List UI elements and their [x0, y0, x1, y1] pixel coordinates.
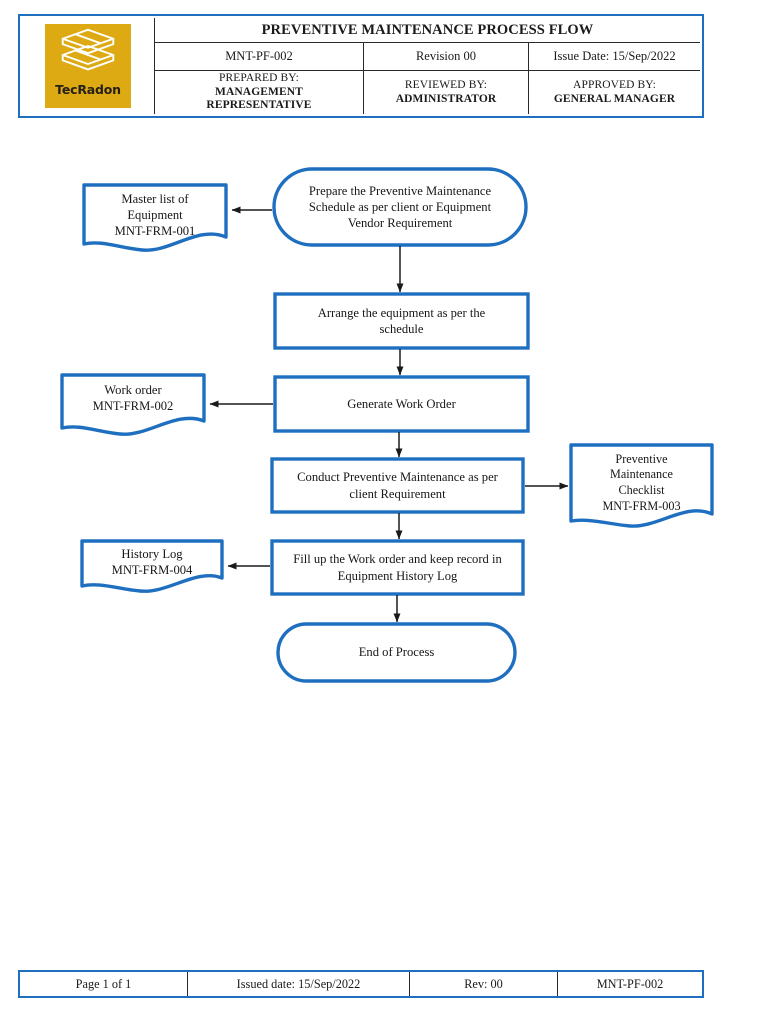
- footer-revision: Rev: 00: [410, 972, 558, 996]
- node-fill-line2: Equipment History Log: [337, 568, 458, 583]
- node-checklist-line2: Maintenance: [610, 467, 673, 482]
- node-conduct-line2: client Requirement: [349, 486, 446, 501]
- approved-by-value: GENERAL MANAGER: [553, 92, 676, 105]
- node-start-line1: Prepare the Preventive Maintenance: [308, 183, 492, 198]
- node-history-line2: MNT-FRM-004: [111, 563, 193, 577]
- node-checklist-line3: Checklist: [618, 483, 665, 497]
- reviewed-by-cell: REVIEWED BY: ADMINISTRATOR: [364, 71, 529, 114]
- footer-document-code: MNT-PF-002: [596, 976, 664, 991]
- node-history-line1: History Log: [121, 546, 183, 561]
- node-arrange-line1: Arrange the equipment as per the: [317, 305, 486, 320]
- node-master-list-line1: Master list of: [121, 191, 189, 206]
- node-generate-line1: Generate Work Order: [347, 396, 456, 411]
- tecradon-logo: TecRadon: [45, 24, 131, 108]
- node-arrange-line2: schedule: [379, 322, 424, 336]
- node-history-log-doc-label: History Log MNT-FRM-004: [84, 544, 220, 580]
- node-start-label: Prepare the Preventive Maintenance Sched…: [278, 173, 522, 241]
- node-fill-line1: Fill up the Work order and keep record i…: [293, 552, 502, 567]
- node-start-line2: Schedule as per client or Equipment: [308, 199, 492, 214]
- footer-page-number: Page 1 of 1: [20, 972, 188, 996]
- node-work-order-line1: Work order: [104, 382, 162, 397]
- node-end-line1: End of Process: [358, 645, 435, 660]
- node-checklist-line4: MNT-FRM-003: [602, 498, 681, 513]
- footer-issued-date: Issued date: 15/Sep/2022: [188, 972, 410, 996]
- reviewed-by-value: ADMINISTRATOR: [395, 92, 497, 105]
- prepared-by-label: PREPARED BY:: [219, 72, 299, 85]
- document-code: MNT-PF-002: [155, 43, 364, 71]
- node-end-label: End of Process: [280, 626, 513, 679]
- node-arrange-equipment-label: Arrange the equipment as per the schedul…: [279, 296, 524, 346]
- node-master-list-line3: MNT-FRM-001: [114, 224, 196, 239]
- prepared-by-cell: PREPARED BY: MANAGEMENT REPRESENTATIVE: [155, 71, 364, 114]
- approved-by-cell: APPROVED BY: GENERAL MANAGER: [529, 71, 700, 114]
- logo-cell: TecRadon: [22, 18, 155, 114]
- node-work-order-doc-label: Work order MNT-FRM-002: [64, 378, 202, 418]
- node-work-order-line2: MNT-FRM-002: [92, 399, 174, 413]
- header-columns: PREVENTIVE MAINTENANCE PROCESS FLOW MNT-…: [155, 18, 700, 114]
- document-footer-table: Page 1 of 1 Issued date: 15/Sep/2022 Rev…: [18, 970, 704, 998]
- document-header-table: TecRadon PREVENTIVE MAINTENANCE PROCESS …: [18, 14, 704, 118]
- prepared-by-value-line2: REPRESENTATIVE: [206, 99, 312, 112]
- issue-date: Issue Date: 15/Sep/2022: [553, 49, 676, 64]
- reviewed-by-label: REVIEWED BY:: [404, 79, 488, 92]
- node-start-line3: Vendor Requirement: [347, 216, 453, 231]
- node-conduct-maintenance-label: Conduct Preventive Maintenance as per cl…: [276, 461, 519, 510]
- node-conduct-line1: Conduct Preventive Maintenance as per: [297, 470, 498, 485]
- node-generate-work-order-label: Generate Work Order: [279, 379, 524, 429]
- document-title: PREVENTIVE MAINTENANCE PROCESS FLOW: [261, 21, 594, 38]
- stacked-layers-icon: [61, 28, 115, 71]
- revision-number: Revision 00: [364, 43, 529, 71]
- node-master-list-line2: Equipment: [127, 207, 183, 222]
- node-checklist-line1: Preventive: [615, 451, 668, 466]
- node-master-list-label: Master list of Equipment MNT-FRM-001: [86, 188, 224, 242]
- logo-wordmark: TecRadon: [55, 82, 121, 97]
- node-fill-work-order-label: Fill up the Work order and keep record i…: [276, 543, 519, 592]
- prepared-by-value-line1: MANAGEMENT: [215, 85, 303, 98]
- approved-by-label: APPROVED BY:: [573, 79, 656, 92]
- node-checklist-doc-label: Preventive Maintenance Checklist MNT-FRM…: [573, 448, 710, 518]
